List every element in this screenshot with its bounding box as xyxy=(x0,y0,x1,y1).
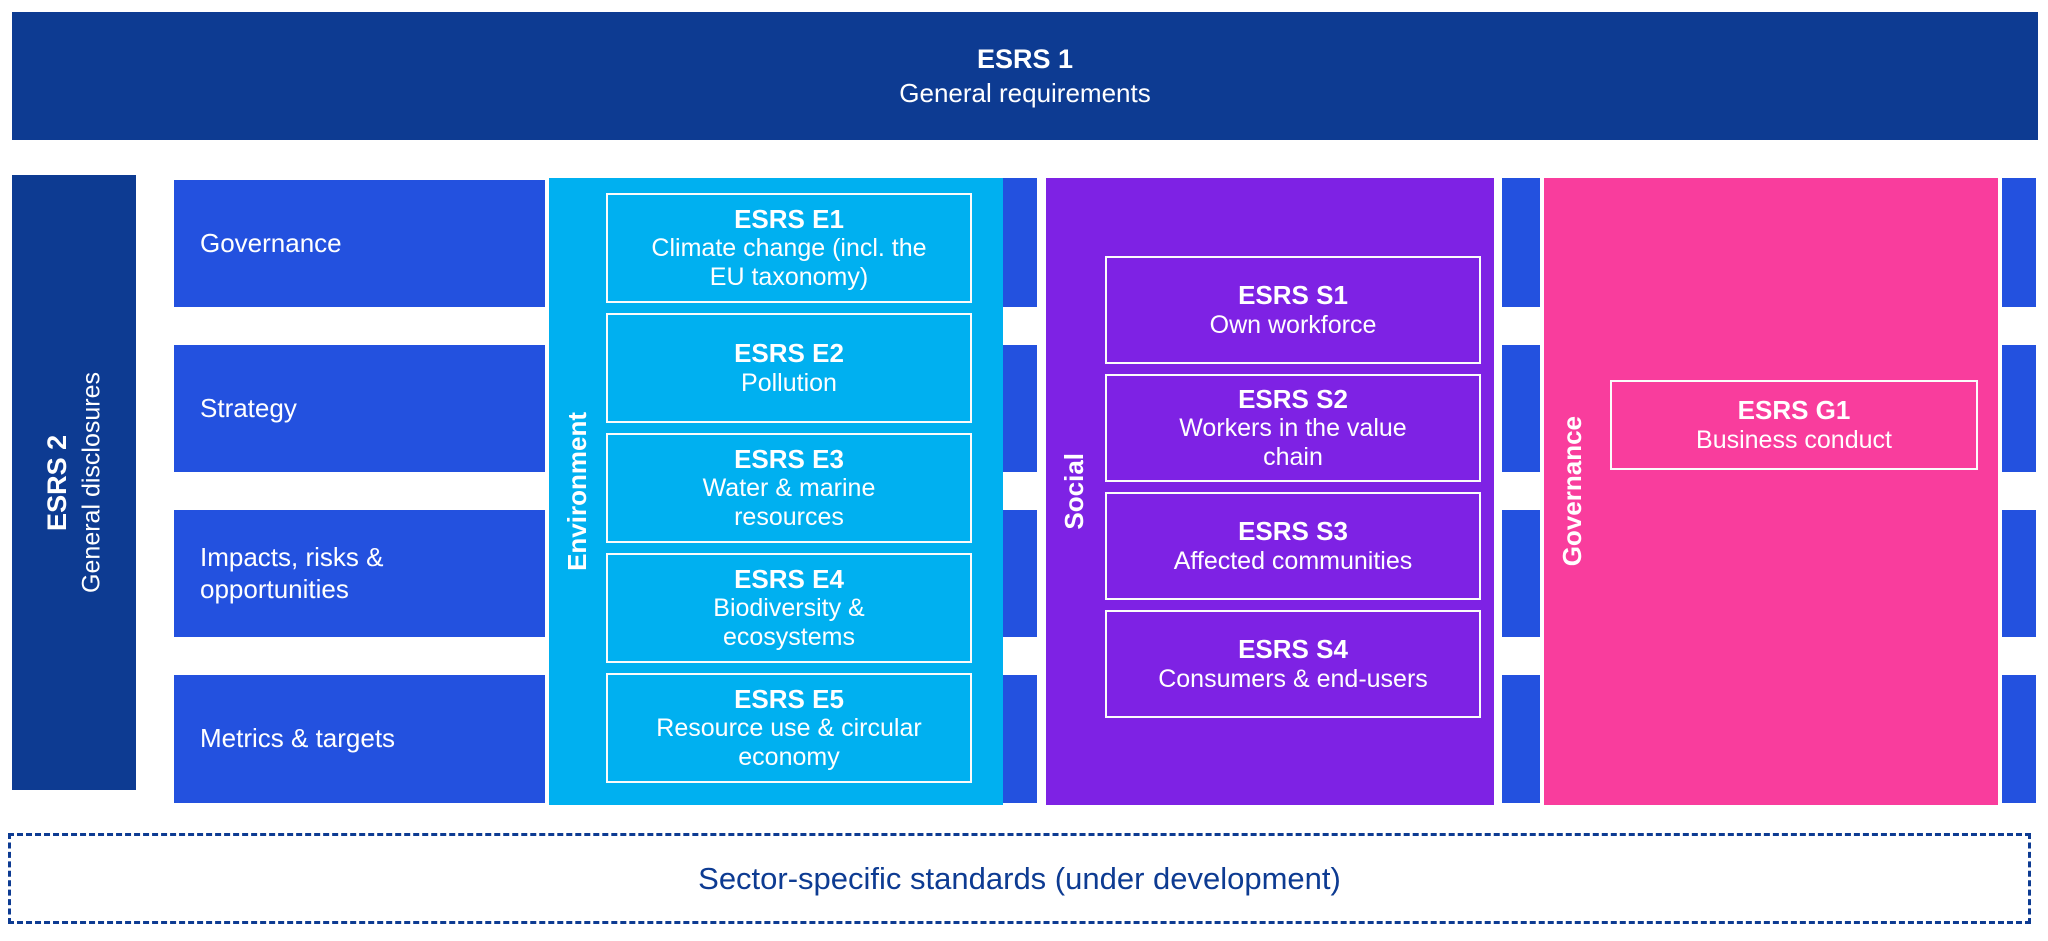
standard-e5-name: Resource use & circular economy xyxy=(656,714,922,772)
standard-e3-name: Water & marine resources xyxy=(702,474,876,532)
standard-s1-code: ESRS S1 xyxy=(1238,280,1348,311)
disclosure-row-governance: Governance xyxy=(174,180,545,307)
standard-s3: ESRS S3 Affected communities xyxy=(1105,492,1481,600)
sector-specific-standards-label: Sector-specific standards (under develop… xyxy=(698,860,1341,896)
connector-segment xyxy=(1502,178,1540,307)
connector-segment xyxy=(1003,345,1037,472)
standard-s2: ESRS S2 Workers in the value chain xyxy=(1105,374,1481,482)
standard-g1-code: ESRS G1 xyxy=(1737,395,1851,426)
esrs1-banner: ESRS 1 General requirements xyxy=(12,12,2038,140)
connector-segment xyxy=(1502,345,1540,472)
standard-e2-code: ESRS E2 xyxy=(734,338,844,369)
disclosure-row-metrics-targets: Metrics & targets xyxy=(174,675,545,803)
standard-s4-code: ESRS S4 xyxy=(1238,634,1348,665)
standard-e5: ESRS E5 Resource use & circular economy xyxy=(606,673,972,783)
standard-e1-name: Climate change (incl. the EU taxonomy) xyxy=(651,234,927,292)
pillar-social-label: Social xyxy=(1058,453,1089,530)
disclosure-row-impacts-risks-opportunities: Impacts, risks & opportunities xyxy=(174,510,545,637)
pillar-social: Social ESRS S1 Own workforce ESRS S2 Wor… xyxy=(1046,178,1494,805)
esrs2-code: ESRS 2 xyxy=(41,434,72,531)
standard-e4: ESRS E4 Biodiversity & ecosystems xyxy=(606,553,972,663)
connector-segment xyxy=(2002,178,2036,307)
standard-e3-code: ESRS E3 xyxy=(734,443,844,474)
standard-s3-code: ESRS S3 xyxy=(1238,516,1348,547)
disclosure-row-strategy: Strategy xyxy=(174,345,545,472)
standard-e3: ESRS E3 Water & marine resources xyxy=(606,433,972,543)
pillar-environment: Environment ESRS E1 Climate change (incl… xyxy=(549,178,1003,805)
standard-g1: ESRS G1 Business conduct xyxy=(1610,380,1978,470)
standard-s3-name: Affected communities xyxy=(1173,546,1413,575)
standard-s4-name: Consumers & end-users xyxy=(1158,664,1428,693)
standard-e2: ESRS E2 Pollution xyxy=(606,313,972,423)
standard-e5-code: ESRS E5 xyxy=(734,683,844,714)
connector-segment xyxy=(1003,510,1037,637)
standard-e1-code: ESRS E1 xyxy=(734,203,844,234)
standard-g1-name: Business conduct xyxy=(1696,425,1892,454)
standard-s2-code: ESRS S2 xyxy=(1238,383,1348,414)
esrs2-name: General disclosures xyxy=(77,372,106,593)
pillar-governance-label: Governance xyxy=(1556,416,1587,567)
connector-segment xyxy=(1502,675,1540,803)
pillar-environment-label: Environment xyxy=(561,412,592,571)
standard-s4: ESRS S4 Consumers & end-users xyxy=(1105,610,1481,718)
pillar-governance: Governance ESRS G1 Business conduct xyxy=(1544,178,1998,805)
sector-specific-standards-box: Sector-specific standards (under develop… xyxy=(8,833,2031,924)
connector-segment xyxy=(1003,178,1037,307)
esrs1-code: ESRS 1 xyxy=(976,44,1074,75)
standard-e4-name: Biodiversity & ecosystems xyxy=(713,594,865,652)
connector-segment xyxy=(1003,675,1037,803)
standard-s2-name: Workers in the value chain xyxy=(1179,414,1407,472)
standard-s1-name: Own workforce xyxy=(1209,310,1377,339)
connector-segment xyxy=(2002,510,2036,637)
esrs1-name: General requirements xyxy=(899,78,1151,109)
standard-e1: ESRS E1 Climate change (incl. the EU tax… xyxy=(606,193,972,303)
connector-segment xyxy=(2002,345,2036,472)
standard-s1: ESRS S1 Own workforce xyxy=(1105,256,1481,364)
standard-e4-code: ESRS E4 xyxy=(734,563,844,594)
connector-segment xyxy=(2002,675,2036,803)
connector-segment xyxy=(1502,510,1540,637)
standard-e2-name: Pollution xyxy=(741,368,837,397)
